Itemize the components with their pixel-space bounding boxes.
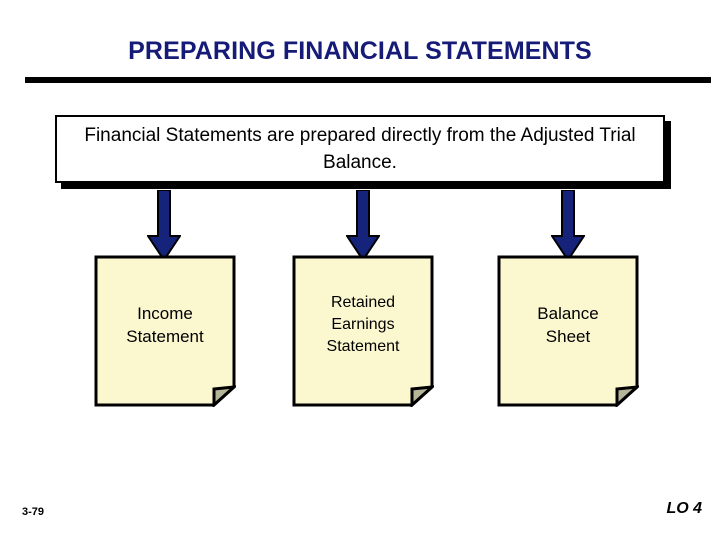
- learning-objective-tag: LO 4: [666, 500, 702, 517]
- document-balance-sheet-label: Balance Sheet: [537, 304, 599, 346]
- arrow-to-income-statement-icon: [147, 190, 181, 262]
- document-balance-sheet[interactable]: Balance Sheet: [497, 255, 639, 407]
- document-retained-earnings-statement[interactable]: Retained Earnings Statement: [292, 255, 434, 407]
- title-divider: [25, 77, 711, 83]
- arrow-to-balance-sheet-icon: [551, 190, 585, 262]
- page-title: PREPARING FINANCIAL STATEMENTS: [128, 37, 592, 65]
- document-retained-earnings-statement-label: Retained Earnings Statement: [326, 294, 400, 355]
- arrow-to-retained-earnings-statement-icon: [346, 190, 380, 262]
- callout-text: Financial Statements are prepared direct…: [84, 125, 636, 173]
- document-income-statement-label: Income Statement: [126, 304, 204, 346]
- page-number: 3-79: [22, 506, 45, 518]
- callout-box-body: Financial Statements are prepared direct…: [55, 115, 665, 183]
- callout-box: Financial Statements are prepared direct…: [55, 115, 671, 189]
- document-income-statement[interactable]: Income Statement: [94, 255, 236, 407]
